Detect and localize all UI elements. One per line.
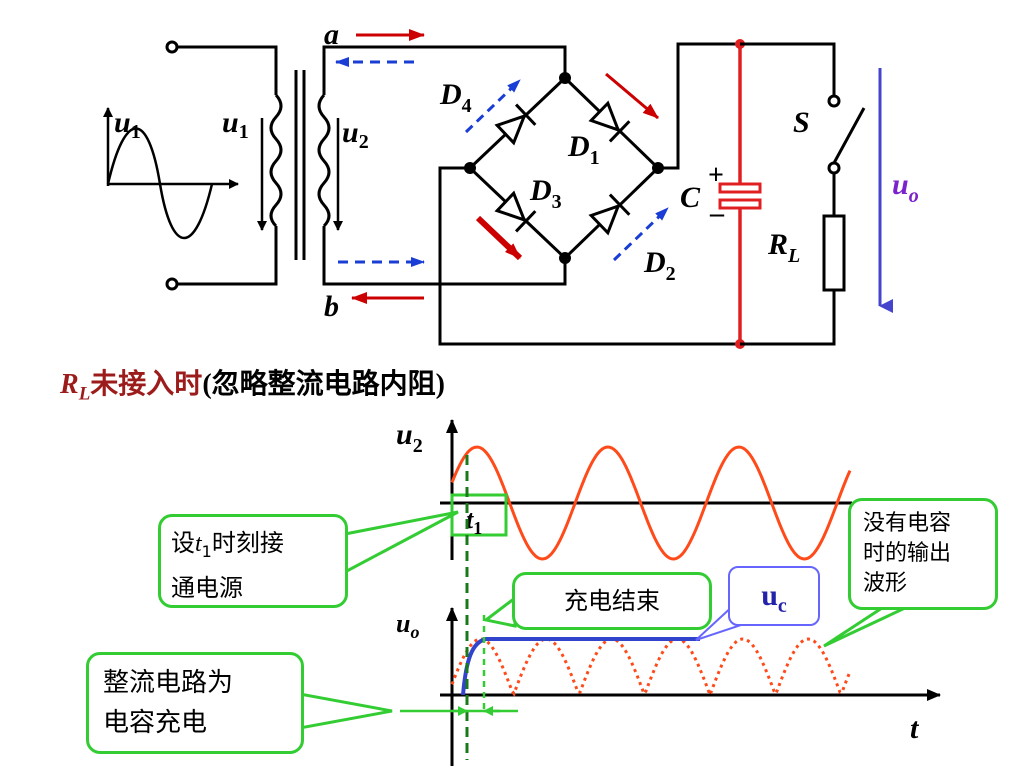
secondary-coil <box>317 93 331 228</box>
switch-contact-bottom <box>827 161 841 175</box>
uc-callout: uc <box>728 566 820 626</box>
input-terminals <box>165 40 278 291</box>
capacitor-minus: – <box>709 198 725 229</box>
rl-disconnected-caption: RL未接入时(忽略整流电路内阻) <box>60 369 445 405</box>
bottom-axis-label: uo <box>396 609 419 642</box>
input-terminal-top <box>165 40 179 54</box>
time-axis-label: t <box>910 712 920 745</box>
u2-sine-wave <box>450 445 852 561</box>
capacitor-voltage-curve <box>461 637 700 696</box>
input-sine-wave <box>106 127 214 240</box>
node-left <box>464 162 476 174</box>
primary-lead-bottom <box>177 226 278 286</box>
no-cap-callout-pointer <box>823 606 906 648</box>
capacitor-plate-top <box>718 182 762 194</box>
load-label: RL <box>767 228 800 267</box>
primary-lead-top <box>177 45 278 95</box>
diode-d1-label: D1 <box>567 130 600 169</box>
top-axis-label: u2 <box>396 418 423 457</box>
secondary-lead-top <box>322 45 567 95</box>
t1-callout-pointer <box>343 510 459 575</box>
label-a: a <box>324 18 339 51</box>
charge-end-callout-pointer <box>482 594 517 628</box>
rectifier-charging-callout: 整流电路为 电容充电 <box>86 652 304 754</box>
no-capacitor-callout: 没有电容 时的输出 波形 <box>848 498 998 610</box>
load-resistor <box>822 214 846 292</box>
switch-contact-top <box>827 94 841 108</box>
switch-label: S <box>793 106 810 139</box>
node-right <box>652 162 664 174</box>
primary-coil <box>269 93 283 228</box>
output-voltage-label: uo <box>892 168 919 207</box>
capacitor-plus: + <box>708 160 724 191</box>
load-wire-top <box>740 42 836 96</box>
bridge-left-lead <box>438 166 740 346</box>
secondary-lead-bottom <box>322 226 567 286</box>
load-wire-bottom <box>740 290 836 346</box>
primary-voltage-label: u1 <box>222 106 249 143</box>
rectifier-callout-pointer <box>298 692 393 730</box>
t1-callout: 设t1时刻接 通电源 <box>158 514 348 608</box>
diode-d4 <box>494 103 537 146</box>
diode-d2-label: D2 <box>643 246 676 285</box>
reverse-arrow-d4 <box>464 78 522 134</box>
switch-blade <box>832 107 866 164</box>
reverse-arrow-d2 <box>612 206 670 262</box>
node-top <box>559 72 571 84</box>
no-capacitor-output-wave <box>450 637 852 700</box>
bridge-nodes <box>464 72 664 264</box>
diode-d1 <box>588 100 631 143</box>
capacitor-plate-bottom <box>718 198 762 210</box>
node-bottom <box>559 252 571 264</box>
label-b: b <box>324 290 339 323</box>
diode-d4-label: D4 <box>439 78 472 117</box>
capacitor-label: C <box>680 181 701 214</box>
input-terminal-bottom <box>165 277 179 291</box>
bridge-right-lead <box>658 42 740 170</box>
current-arrow-d1 <box>605 72 659 120</box>
current-arrow-d3 <box>475 215 523 261</box>
diode-d2 <box>588 193 631 236</box>
secondary-voltage-label: u2 <box>342 116 369 153</box>
t1-label: t1 <box>466 505 482 538</box>
charge-end-callout: 充电结束 <box>512 572 712 630</box>
diode-d3-label: D3 <box>529 174 562 213</box>
diode-d3 <box>494 190 537 233</box>
input-wave-label: u1 <box>114 106 141 143</box>
